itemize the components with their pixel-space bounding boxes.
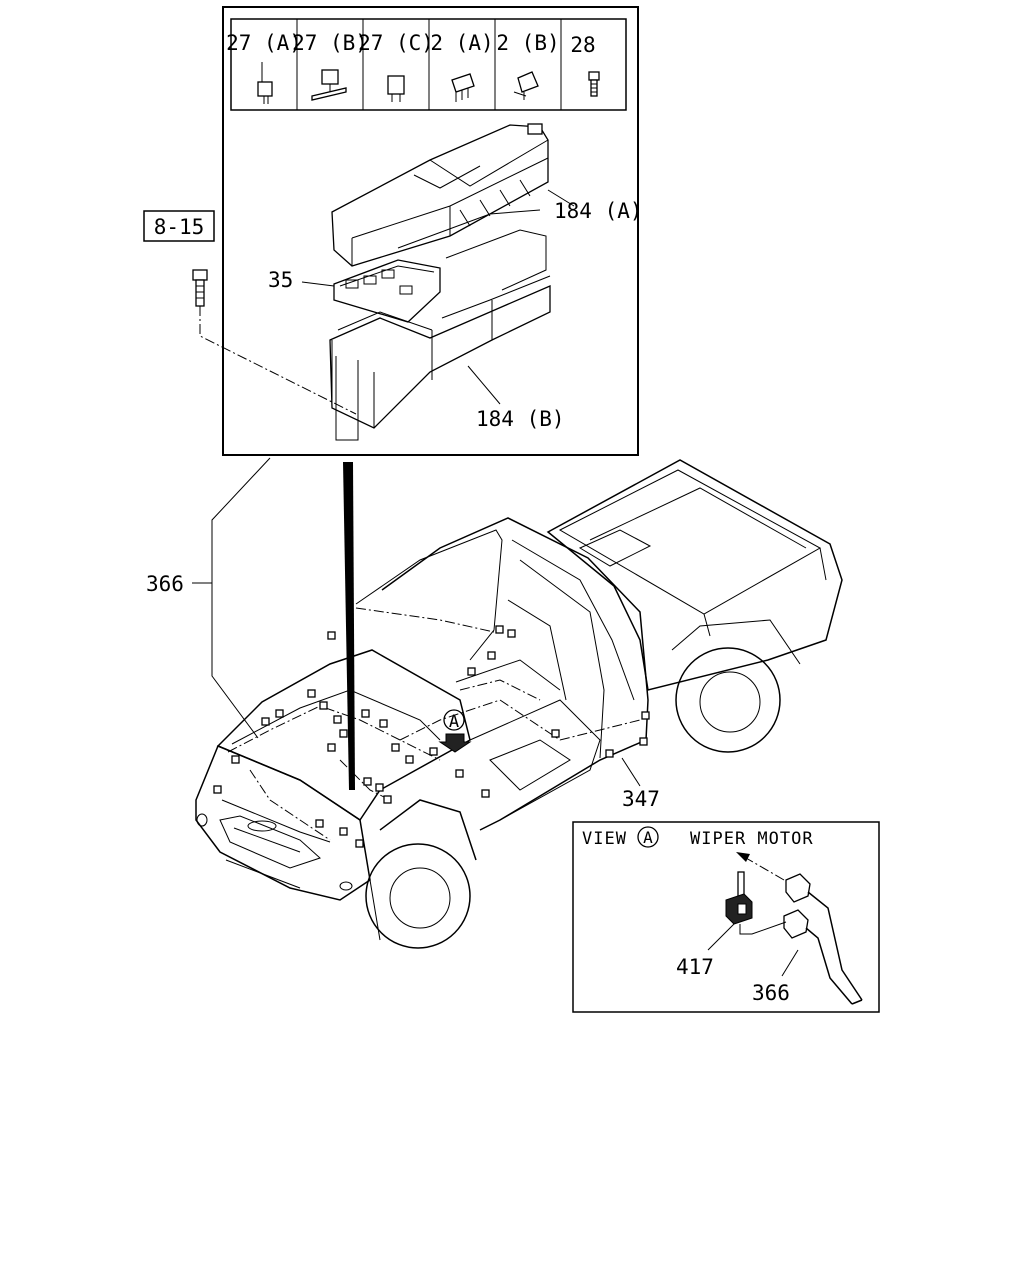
bolt-reference: 8-15 (143, 210, 357, 415)
fuse-header-27b: 27 (B) (292, 31, 368, 55)
relay-4pin-icon (451, 73, 475, 102)
leader-366 (211, 457, 271, 739)
view-a-title: VIEW (582, 829, 627, 849)
detail-pointer (343, 462, 355, 790)
fuse-header-2a: 2 (A) (430, 31, 493, 55)
wiper-harness-connector (783, 873, 863, 1005)
view-a-marker: A (643, 828, 653, 847)
mini-fuse-icon (257, 62, 273, 104)
callout-366-main: 366 (146, 572, 184, 596)
view-a-inset: VIEW A WIPER MOTOR 417 366 (572, 821, 880, 1013)
relay-box-cover (331, 123, 549, 267)
relay-5pin-icon (513, 71, 539, 100)
callout-184b: 184 (B) (476, 407, 565, 431)
callout-347: 347 (622, 787, 660, 811)
wiper-connector-417 (725, 871, 753, 925)
callout-184a: 184 (A) (554, 199, 643, 223)
fuse-header-28: 28 (570, 33, 595, 57)
fuse-header-27c: 27 (C) (358, 31, 434, 55)
view-marker-a: A (449, 712, 459, 732)
callout-35: 35 (268, 268, 293, 292)
bolt-icon (588, 71, 600, 97)
maxi-fuse-icon (387, 75, 405, 102)
wiper-motor-caption: WIPER MOTOR (690, 829, 814, 849)
callout-417: 417 (676, 955, 714, 979)
fuse-header-2b: 2 (B) (496, 31, 559, 55)
fuse-table: 27 (A) 27 (B) 27 (C) 2 (A) 2 (B) 28 (226, 18, 627, 111)
callout-8-15: 8-15 (154, 215, 205, 239)
callout-366-inset: 366 (752, 981, 790, 1005)
relay-box-detail: 27 (A) 27 (B) 27 (C) 2 (A) 2 (B) 28 (222, 6, 643, 456)
view-direction-arrow (438, 733, 472, 753)
fusible-link-icon (311, 69, 347, 101)
fuse-block (333, 259, 441, 323)
fuse-header-27a: 27 (A) (226, 31, 302, 55)
relay-box-lower (329, 209, 551, 441)
pickup-truck: A (195, 459, 843, 949)
harness-connectors (213, 625, 650, 848)
bolt-icon (192, 269, 208, 307)
